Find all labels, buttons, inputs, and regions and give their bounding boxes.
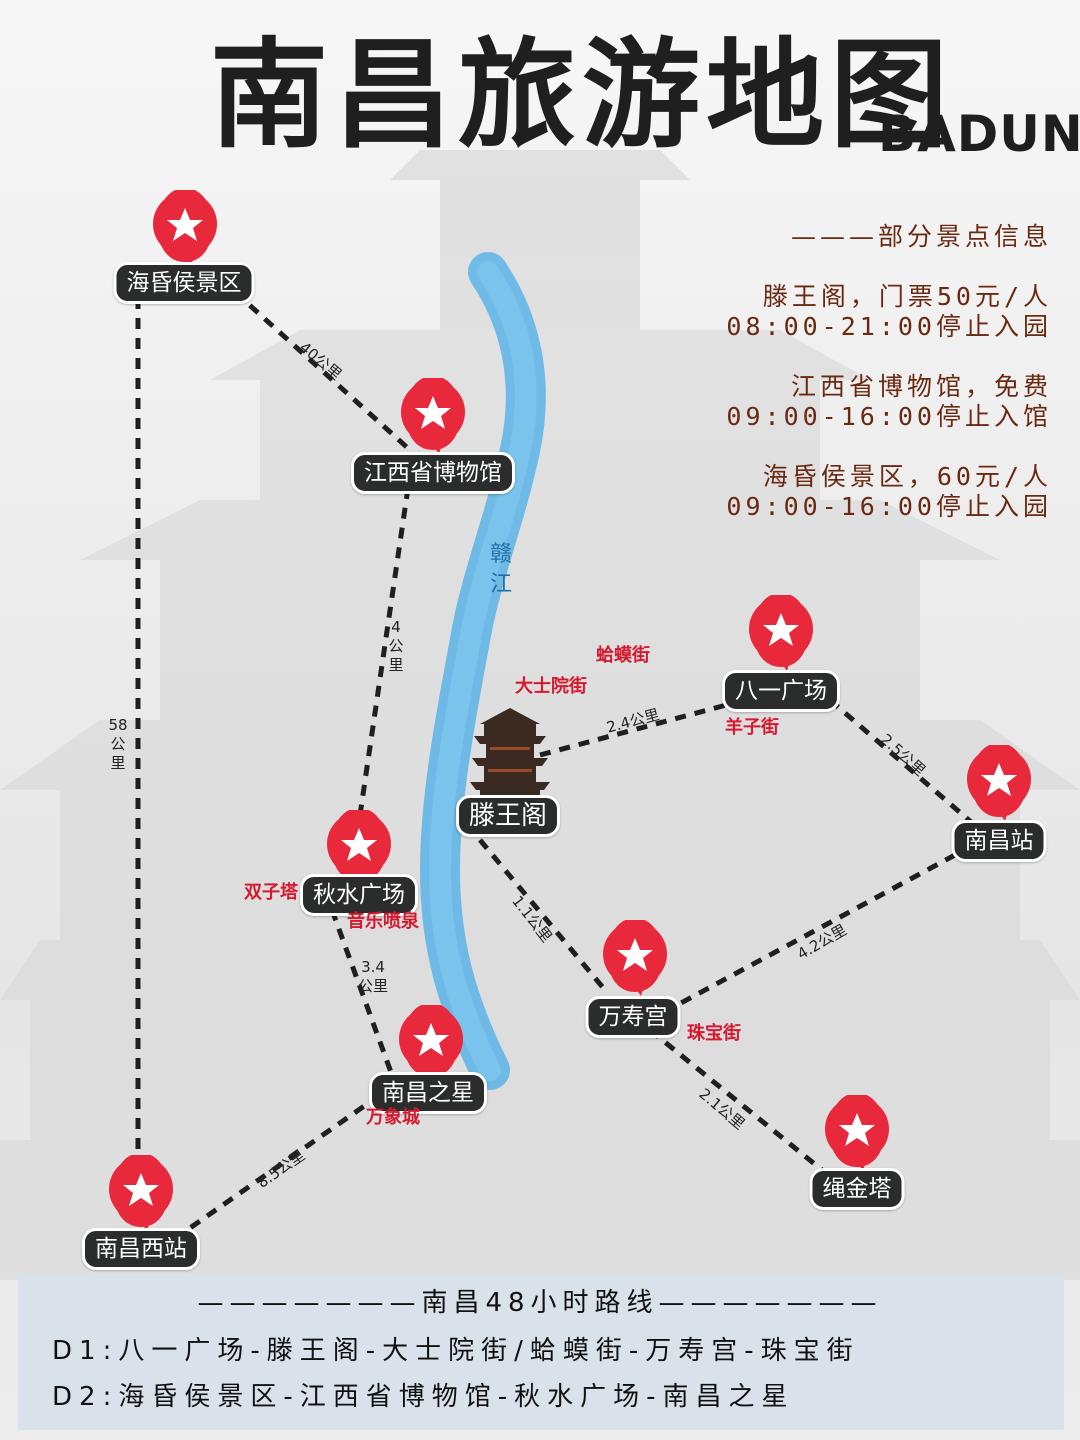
street-zhubao: 珠宝街 [687, 1023, 741, 1044]
tengwang-pavilion-icon [470, 708, 550, 801]
street-hamo: 蛤蟆街 [596, 645, 650, 666]
pin-wanshou-icon[interactable] [600, 920, 670, 1000]
place-bayi[interactable]: 八一广场 [722, 670, 840, 712]
pin-haihun-icon[interactable] [150, 190, 220, 270]
place-tengwang[interactable]: 滕王阁 [455, 795, 561, 837]
route-panel [18, 1274, 1064, 1430]
route-tengwang-wanshou [478, 838, 607, 992]
place-star[interactable]: 南昌之星 [369, 1072, 487, 1114]
distance-museum-qiushui: 4公里 [388, 618, 404, 674]
place-nanchang-station[interactable]: 南昌站 [951, 820, 1047, 862]
street-dashiyuan: 大士院街 [515, 676, 587, 697]
route-bayi-station [828, 698, 980, 830]
info-tengwang-line2: 08:00-21:00停止入园 [726, 312, 1052, 341]
route-day2: D2:海昏侯景区-江西省博物馆-秋水广场-南昌之星 [52, 1382, 795, 1412]
pin-museum-icon[interactable] [398, 378, 468, 458]
place-qiushui[interactable]: 秋水广场 [300, 874, 418, 916]
street-yangzi: 羊子街 [725, 717, 779, 738]
street-shuangzi: 双子塔 [244, 882, 298, 903]
info-haihun-line2: 09:00-16:00停止入园 [726, 492, 1052, 521]
info-header: ———部分景点信息 [790, 222, 1052, 251]
place-haihunhou[interactable]: 海昏侯景区 [113, 262, 255, 304]
info-museum-line2: 09:00-16:00停止入馆 [726, 402, 1052, 431]
route-wanshou-shengjin [648, 1028, 824, 1172]
route-museum-qiushui [357, 487, 411, 816]
distance-haihun-west: 58公里 [108, 716, 128, 772]
pin-shengjin-icon[interactable] [822, 1095, 892, 1175]
info-haihun-line1: 海昏侯景区，60元/人 [762, 462, 1052, 491]
place-wanshou[interactable]: 万寿宫 [585, 996, 681, 1038]
route-qiushui-star [329, 909, 395, 1076]
brand-logo: BADUN [878, 105, 1080, 163]
river-label: 赣江 [489, 542, 512, 597]
route-star-west [178, 1092, 382, 1238]
page-title: 南昌旅游地图 [210, 26, 955, 164]
route-tengwang-bayi [539, 697, 746, 758]
info-tengwang-line1: 滕王阁，门票50元/人 [762, 282, 1052, 311]
place-shengjin[interactable]: 绳金塔 [809, 1168, 905, 1210]
route-station-wanshou [666, 852, 957, 1013]
distance-qiushui-star: 3.4公里 [357, 958, 388, 995]
pin-station-icon[interactable] [964, 745, 1034, 825]
pin-west-icon[interactable] [106, 1155, 176, 1235]
street-fountain: 音乐喷泉 [347, 911, 419, 932]
place-west-station[interactable]: 南昌西站 [82, 1228, 200, 1270]
street-wanxiang: 万象城 [366, 1107, 420, 1128]
route-day1: D1:八一广场-滕王阁-大士院街/蛤蟆街-万寿宫-珠宝街 [52, 1336, 860, 1366]
info-museum-line1: 江西省博物馆，免费 [790, 372, 1052, 401]
pin-bayi-icon[interactable] [746, 595, 816, 675]
place-museum[interactable]: 江西省博物馆 [351, 452, 515, 494]
route-title: ———————南昌48小时路线——————— [197, 1288, 883, 1318]
